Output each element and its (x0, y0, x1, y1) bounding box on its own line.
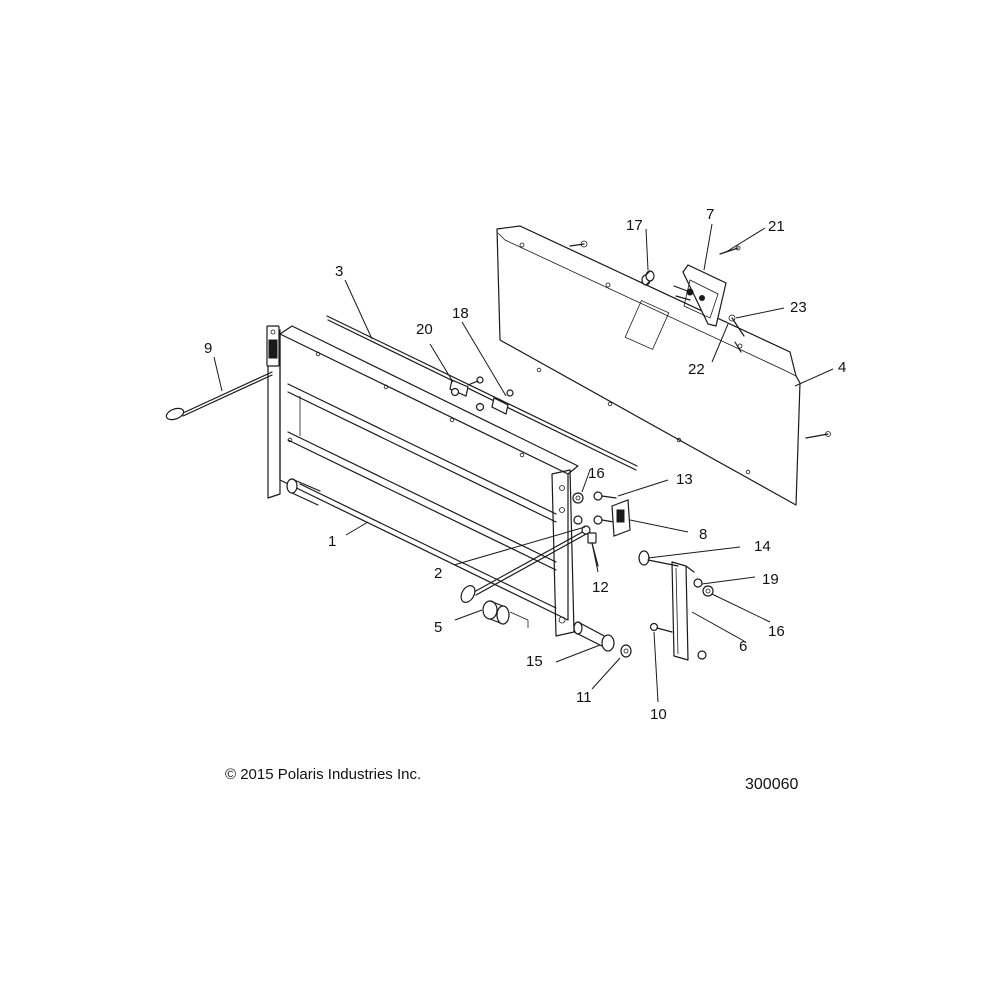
callout-17: 17 (626, 217, 643, 234)
callout-1: 1 (328, 533, 336, 550)
callout-numbers: 1 2 3 4 5 6 7 8 9 10 11 12 13 14 15 16 1… (204, 206, 846, 723)
washer-16-upper (572, 492, 584, 525)
copyright-text: © 2015 Polaris Industries Inc. (225, 766, 422, 783)
callout-7: 7 (706, 206, 714, 223)
left-latch (266, 325, 280, 367)
bushing-17 (641, 270, 655, 286)
callout-3: 3 (335, 263, 343, 280)
screw-21 (719, 245, 741, 255)
callout-15: 15 (526, 653, 543, 670)
screw-23 (728, 314, 745, 337)
bolt-11 (620, 644, 632, 658)
callout-14: 14 (754, 538, 771, 555)
callout-12: 12 (592, 579, 609, 596)
callout-2: 2 (434, 565, 442, 582)
bracket-18 (475, 389, 514, 415)
bolt-13 (593, 491, 617, 525)
bolt-10 (649, 622, 707, 660)
callout-5: 5 (434, 619, 442, 636)
latch-handle (673, 264, 727, 327)
cable-left (165, 371, 273, 421)
callout-13: 13 (676, 471, 693, 488)
rear-panel (496, 225, 831, 506)
strap-6 (671, 561, 695, 661)
callout-16-lower: 16 (768, 623, 785, 640)
pivot-pin-15 (573, 621, 615, 652)
callout-6: 6 (739, 638, 747, 655)
callout-21: 21 (768, 218, 785, 235)
callout-10: 10 (650, 706, 667, 723)
callout-16-upper: 16 (588, 465, 605, 482)
callout-23: 23 (790, 299, 807, 316)
spacer-5 (482, 600, 529, 628)
callout-19: 19 (762, 571, 779, 588)
striker-latch (611, 499, 631, 537)
nut-16-lower (702, 585, 714, 597)
callout-18: 18 (452, 305, 469, 322)
washer-19 (693, 578, 703, 588)
callout-9: 9 (204, 340, 212, 357)
callout-11: 11 (576, 689, 592, 706)
bracket-20 (449, 376, 484, 397)
leader-lines (213, 223, 834, 703)
callout-20: 20 (416, 321, 433, 338)
cable-right (460, 525, 591, 603)
callout-22: 22 (688, 361, 705, 378)
screw-22 (734, 341, 742, 353)
tailgate-assembly (267, 325, 579, 637)
callout-4: 4 (838, 359, 846, 376)
callout-8: 8 (699, 526, 707, 543)
drawing-number: 300060 (745, 776, 799, 793)
rod (326, 315, 638, 471)
